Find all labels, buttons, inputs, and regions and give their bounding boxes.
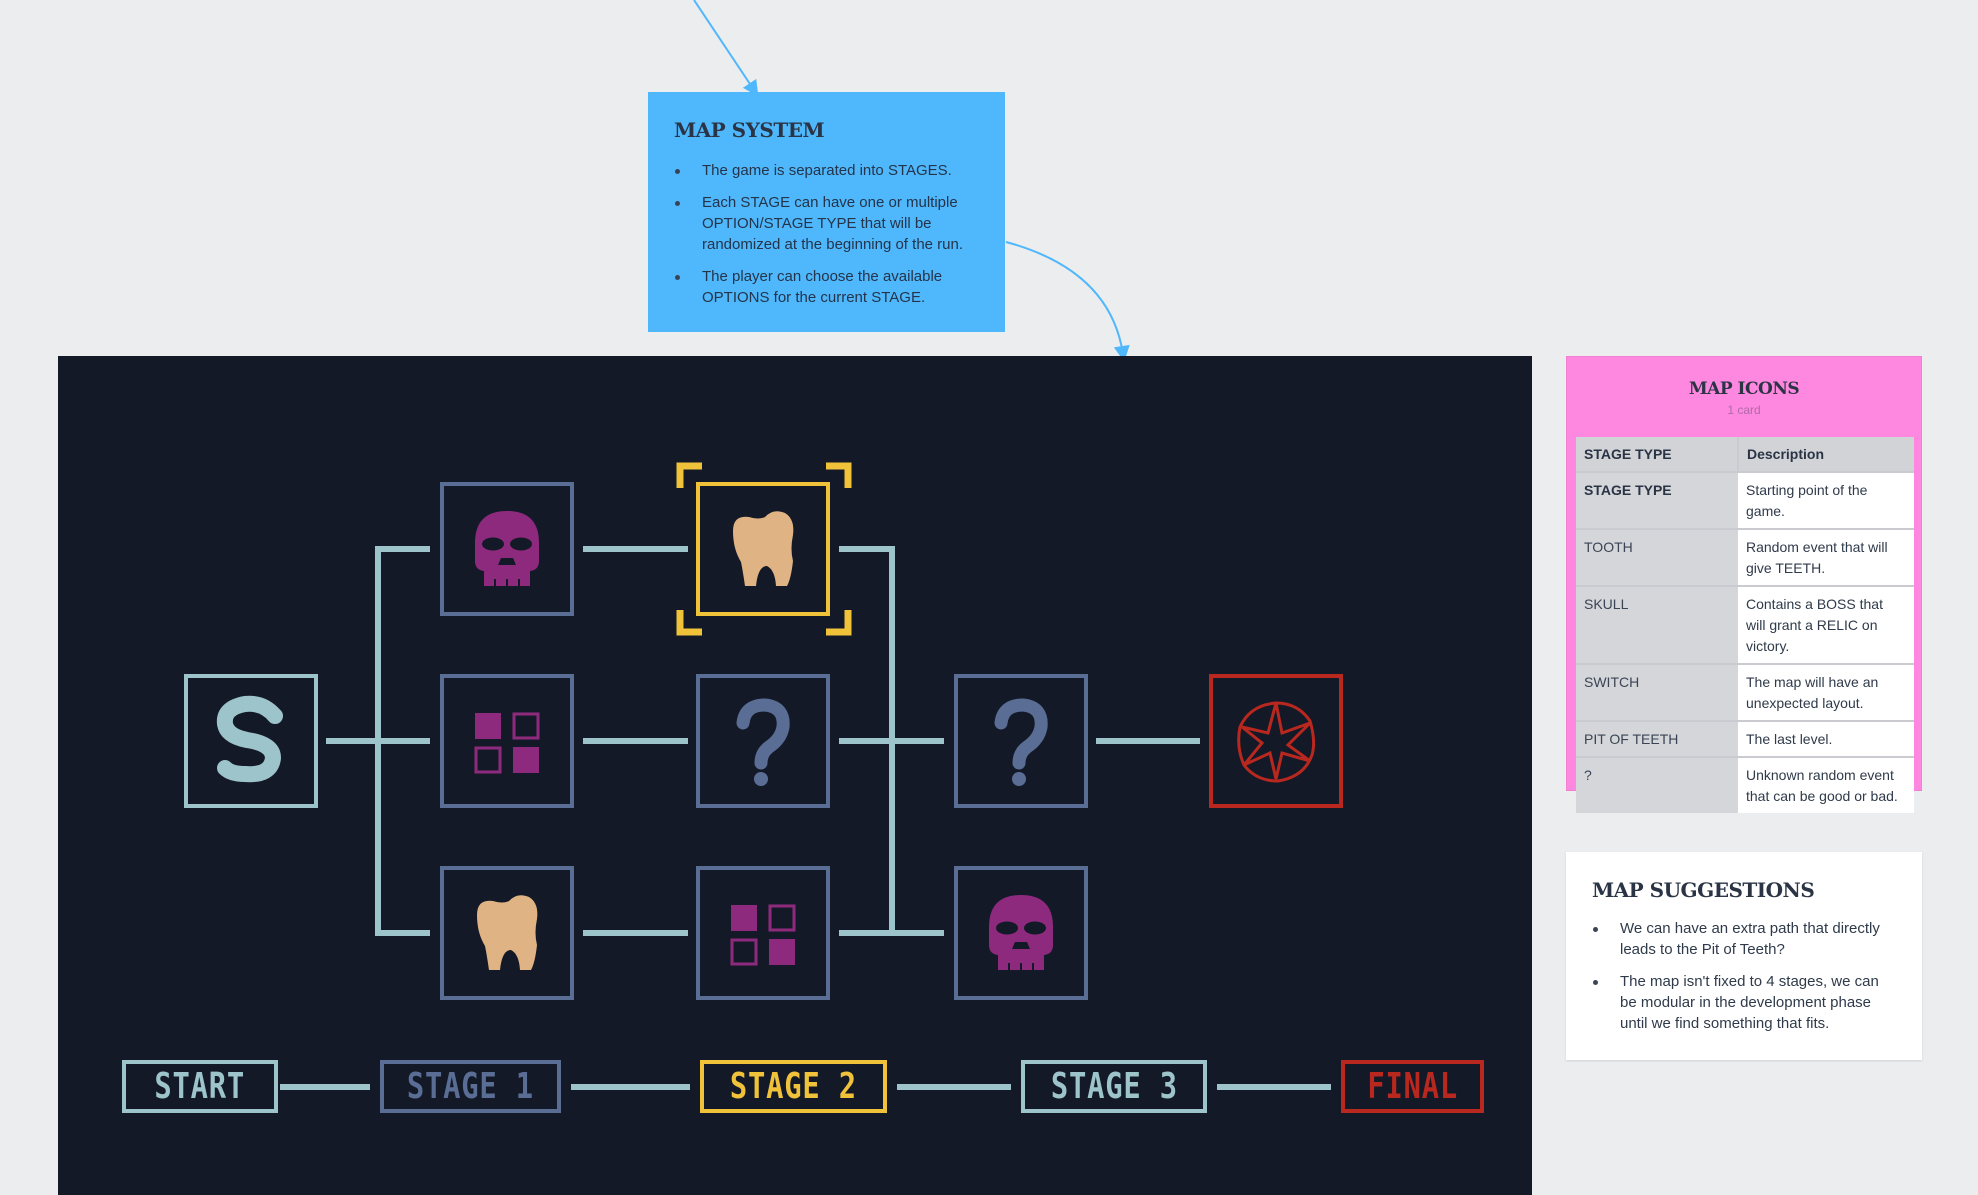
start-node[interactable] [184,674,318,808]
cell-type: TOOTH [1576,529,1738,587]
cell-desc: Random event that will give TEETH. [1738,529,1914,587]
stage3-unknown-node[interactable] [954,674,1088,808]
stage-label-stage2: STAGE 2 [700,1060,887,1113]
list-item: The game is separated into STAGES. [675,160,979,181]
map-icons-title: MAP ICONS [1688,379,1800,399]
stage2-switch-node[interactable] [696,866,830,1000]
stage1-tooth-node[interactable] [440,866,574,1000]
arrow-to-map [1005,241,1130,362]
table-header-row: STAGE TYPE Description [1576,437,1914,473]
cell-type: PIT OF TEETH [1576,721,1738,758]
card-count: 1 card [1727,403,1761,417]
tooth-icon [733,511,794,586]
cell-desc: The map will have an unexpected layout. [1738,664,1914,722]
switch-icon [473,711,541,775]
game-map-panel[interactable] [58,356,1532,1195]
map-suggestions-list: We can have an extra path that directly … [1592,918,1896,1034]
map-icons-card[interactable]: MAP ICONS 1 card STAGE TYPE Description … [1566,356,1922,813]
list-item: Each STAGE can have one or multiple OPTI… [675,192,979,255]
stage-label-stage1: STAGE 1 [380,1060,561,1113]
cell-desc: Unknown random event that can be good or… [1738,757,1914,813]
column-header: STAGE TYPE [1576,437,1738,473]
list-item: The map isn't fixed to 4 stages, we can … [1593,971,1896,1034]
map-system-list: The game is separated into STAGES. Each … [674,160,979,308]
map-connectors [280,546,1331,1090]
arrow-into-map-system [693,0,759,97]
skull-icon [989,895,1053,970]
selection-brackets [676,462,852,636]
table-row: ?Unknown random event that can be good o… [1576,757,1914,813]
cell-type: SWITCH [1576,664,1738,722]
map-suggestions-card[interactable]: MAP SUGGESTIONS We can have an extra pat… [1566,852,1922,1060]
final-pit-node[interactable] [1209,674,1343,808]
question-icon [1001,705,1041,786]
stage-label-stage3: STAGE 3 [1021,1060,1207,1113]
cell-desc: Contains a BOSS that will grant a RELIC … [1738,586,1914,665]
stage1-skull-node[interactable] [440,482,574,616]
stage3-skull-node[interactable] [954,866,1088,1000]
cell-desc: The last level. [1738,721,1914,758]
cell-type: STAGE TYPE [1576,472,1738,530]
list-item: The player can choose the available OPTI… [675,266,979,308]
stage-label-start: START [122,1060,278,1113]
cell-type: ? [1576,757,1738,813]
question-icon [743,705,783,786]
map-system-card[interactable]: MAP SYSTEM The game is separated into ST… [648,92,1005,332]
stage2-tooth-node-selected[interactable] [676,462,852,636]
stage2-unknown-node[interactable] [696,674,830,808]
list-item: We can have an extra path that directly … [1593,918,1896,960]
map-system-title: MAP SYSTEM [674,118,825,142]
map-suggestions-title: MAP SUGGESTIONS [1592,878,1815,902]
column-header: Description [1737,437,1914,473]
stage-label-final: FINAL [1341,1060,1484,1113]
cell-type: SKULL [1576,586,1738,665]
cell-desc: Starting point of the game. [1738,472,1914,530]
pit-of-teeth-icon [1237,701,1316,783]
skull-icon [475,511,539,586]
s-icon [225,704,275,774]
tooth-icon [477,895,538,970]
stage1-switch-node[interactable] [440,674,574,808]
switch-icon [729,903,797,967]
